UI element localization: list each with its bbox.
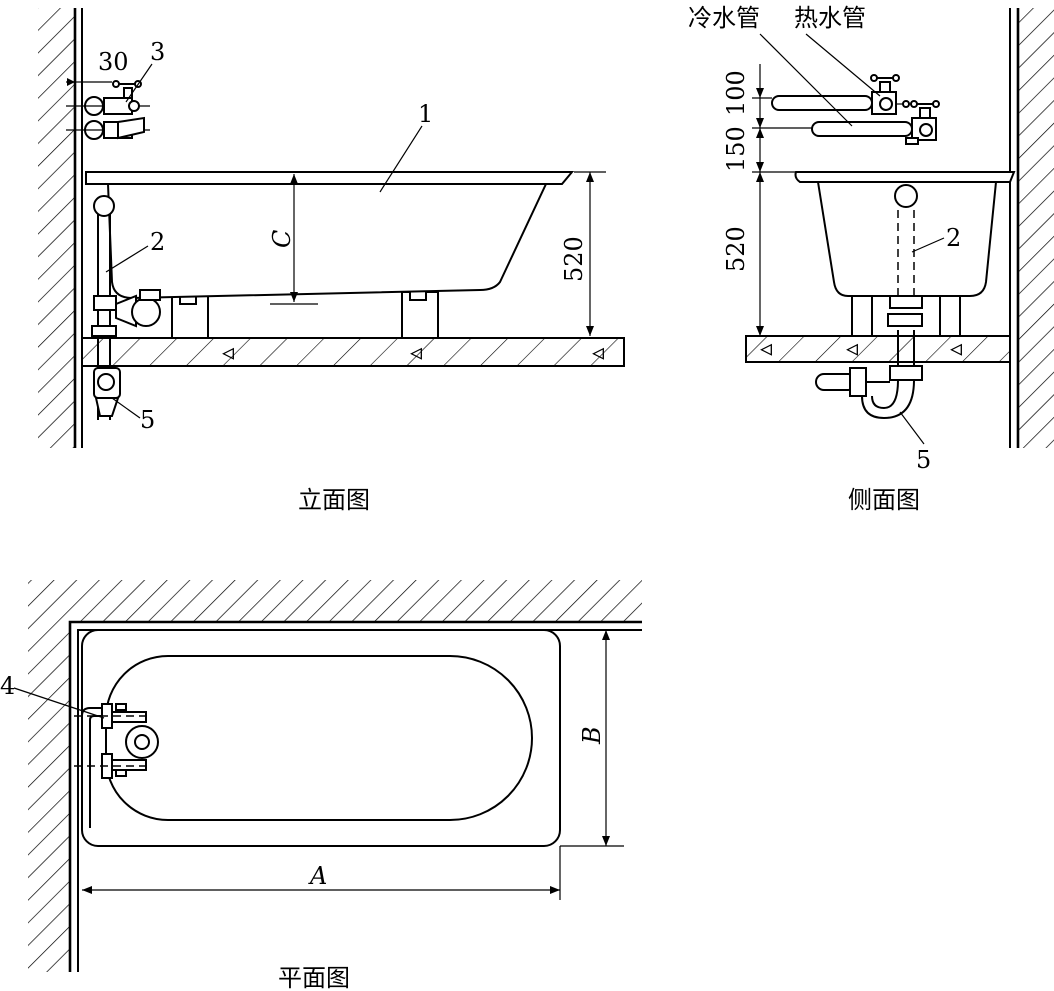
part-label-4: 4	[0, 672, 15, 700]
side-pipes	[771, 74, 940, 145]
elevation-view: ◃ ◃ ◃	[38, 8, 625, 514]
part-label-3: 3	[150, 38, 165, 66]
label-hot-pipe: 热水管	[794, 4, 866, 32]
svg-text:◃: ◃	[760, 334, 772, 362]
part-label-2-side: 2	[946, 224, 961, 252]
caption-side: 侧面图	[848, 486, 920, 514]
svg-text:◃: ◃	[592, 338, 604, 366]
dim-wall-offset: 30	[98, 48, 129, 76]
part-label-1: 1	[418, 100, 433, 128]
elevation-wall-hatch	[38, 8, 74, 448]
part-label-5-side: 5	[916, 446, 931, 474]
dim-rim-height-elevation: 520	[560, 236, 588, 282]
bathtub-plan-basin	[105, 655, 533, 821]
bathtub-elevation	[85, 171, 575, 300]
caption-elevation: 立面图	[298, 486, 370, 514]
plan-wall-hatch	[28, 580, 642, 972]
bathtub-side	[794, 171, 1016, 297]
plan-faucet-assembly	[74, 703, 159, 828]
dim-width-b: B	[578, 726, 606, 745]
svg-text:◃: ◃	[222, 338, 234, 366]
side-view: ◃ ◃ ◃	[688, 4, 1054, 514]
elevation-floor-slab	[81, 337, 625, 367]
svg-text:◃: ◃	[950, 334, 962, 362]
side-wall-hatch	[1018, 8, 1054, 448]
dim-depth-c: C	[268, 230, 296, 248]
side-floor-slab	[745, 335, 1011, 363]
part-label-2-elevation: 2	[150, 228, 165, 256]
part-label-5-elevation: 5	[140, 406, 155, 434]
plan-view: 4 B A 平面图	[0, 580, 642, 991]
dim-hot-spacing: 100	[722, 70, 750, 116]
label-cold-pipe: 冷水管	[688, 4, 760, 32]
caption-plan: 平面图	[278, 964, 350, 991]
elevation-faucets	[66, 80, 150, 140]
svg-text:◃: ◃	[846, 334, 858, 362]
svg-text:◃: ◃	[410, 338, 422, 366]
dim-length-a: A	[308, 862, 327, 890]
dim-rim-height-side: 520	[722, 226, 750, 272]
dim-cold-spacing: 150	[722, 126, 750, 172]
